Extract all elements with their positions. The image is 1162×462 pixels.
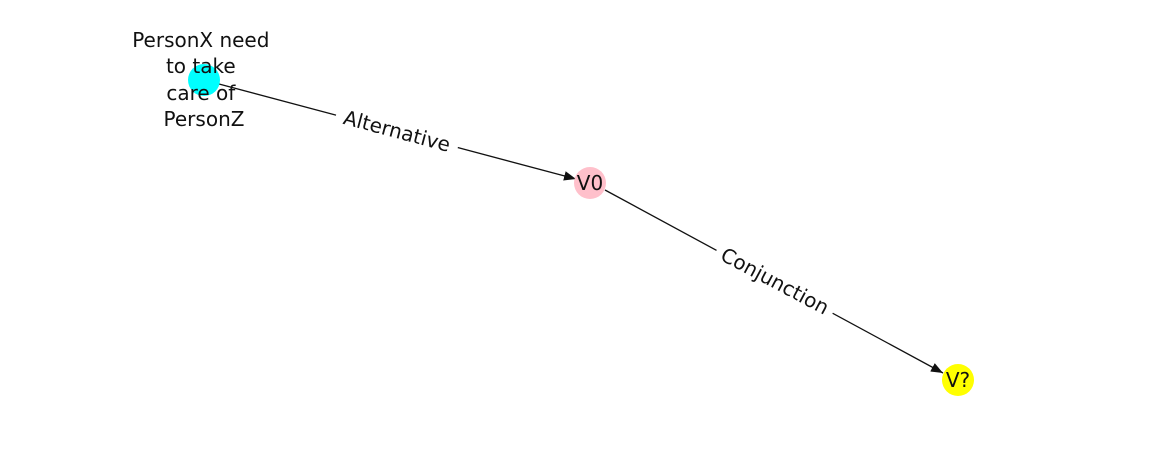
node-label-personx-line-2: to take: [166, 54, 236, 78]
edge-label-conjunction: Conjunction: [717, 242, 833, 319]
edge-labels-layer: Alternative Conjunction: [332, 101, 840, 325]
node-label-personx: PersonX need to take care of PersonZ: [132, 28, 276, 131]
node-personx-circle: [188, 64, 220, 96]
nodes-layer: [188, 64, 974, 396]
node-label-personx-line-1: PersonX need: [132, 28, 269, 52]
node-label-personx-line-3: care of: [166, 81, 236, 105]
edges-layer: [218, 83, 944, 374]
node-vq-circle: [942, 364, 974, 396]
node-labels-layer: PersonX need to take care of PersonZ V0 …: [132, 28, 970, 392]
node-label-v0: V0: [577, 171, 603, 195]
node-label-personx-line-4: PersonZ: [164, 107, 245, 131]
edge-label-alternative: Alternative: [341, 105, 453, 157]
node-v0-circle: [574, 167, 606, 199]
node-label-vq: V?: [946, 368, 970, 392]
